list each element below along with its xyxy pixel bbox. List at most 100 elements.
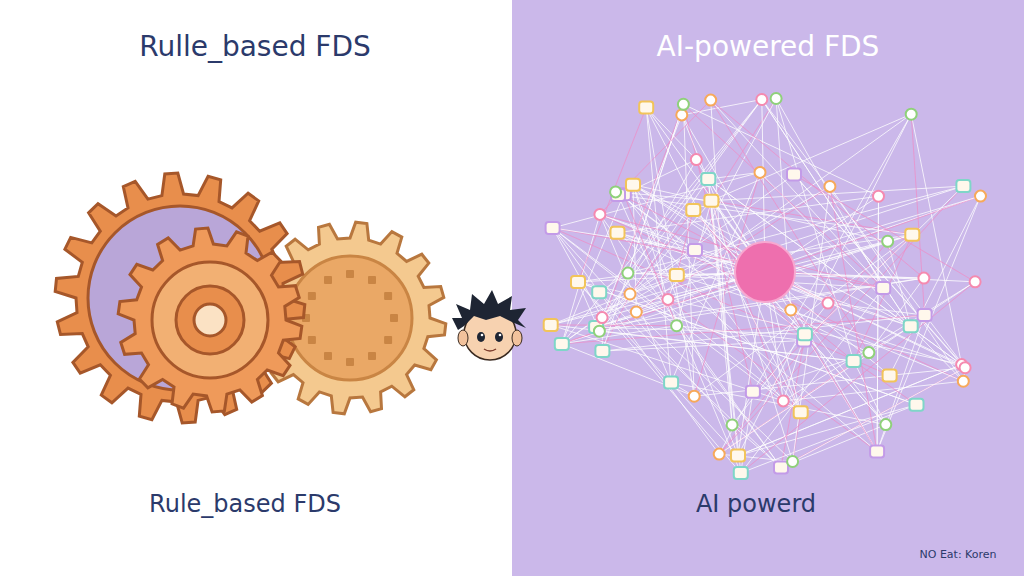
network-icon xyxy=(956,180,970,192)
network-icon xyxy=(686,204,700,216)
network-icon xyxy=(592,286,606,298)
gear-hub xyxy=(176,286,244,354)
panel-heading: AI-powered FDS xyxy=(657,30,880,63)
network-link xyxy=(877,196,980,451)
network-link xyxy=(711,100,732,425)
network-node xyxy=(610,186,621,197)
network-icon xyxy=(883,369,897,381)
network-link xyxy=(793,186,830,461)
right-panel xyxy=(512,0,1024,576)
network-node xyxy=(597,312,608,323)
network-hub xyxy=(735,242,795,302)
network-link xyxy=(551,325,784,401)
network-link xyxy=(553,172,760,228)
gear-hole xyxy=(346,270,354,278)
network-link xyxy=(599,292,781,467)
network-link xyxy=(562,344,694,396)
network-icon xyxy=(704,195,718,207)
network-node xyxy=(785,305,796,316)
network-link xyxy=(551,324,677,326)
network-icon xyxy=(546,222,560,234)
network-link xyxy=(551,325,854,361)
network-link xyxy=(791,310,964,381)
gear xyxy=(118,228,302,412)
network-node xyxy=(960,362,971,373)
gear-face xyxy=(152,262,268,378)
network-link xyxy=(624,194,677,326)
network-icon xyxy=(876,282,890,294)
network-node xyxy=(622,268,633,279)
network-link xyxy=(693,210,886,425)
network-icon xyxy=(904,320,918,332)
network-link xyxy=(683,104,753,392)
network-icon xyxy=(918,309,932,321)
network-node xyxy=(778,395,789,406)
network-link xyxy=(783,282,975,401)
network-link xyxy=(562,315,925,344)
network-link xyxy=(693,210,804,340)
network-node xyxy=(882,236,893,247)
network-icon xyxy=(595,345,609,357)
network-link xyxy=(765,272,975,282)
network-link xyxy=(646,108,696,160)
network-link xyxy=(551,275,677,325)
network-node xyxy=(863,347,874,358)
network-icon xyxy=(870,446,884,458)
network-icon xyxy=(544,319,558,331)
network-icon xyxy=(555,338,569,350)
network-node xyxy=(975,191,986,202)
gear-axle xyxy=(194,304,226,336)
network-icon xyxy=(798,328,812,340)
network-node xyxy=(594,326,605,337)
network-link xyxy=(791,310,877,452)
network-node xyxy=(771,93,782,104)
network-link xyxy=(830,186,877,451)
network-link xyxy=(636,114,911,312)
network-node xyxy=(691,154,702,165)
network-link xyxy=(794,175,962,365)
gear-hole xyxy=(308,336,316,344)
network-link xyxy=(830,186,963,381)
network-node xyxy=(705,95,716,106)
network-icon xyxy=(910,399,924,411)
network-link xyxy=(682,115,801,412)
network-node xyxy=(714,449,725,460)
network-link xyxy=(578,282,738,456)
network-icon xyxy=(701,173,715,185)
network-link xyxy=(854,361,917,405)
gear-illustration xyxy=(55,173,446,423)
network-icon xyxy=(688,244,702,256)
gear-hole xyxy=(384,336,392,344)
network-link xyxy=(633,185,911,327)
network-node xyxy=(906,109,917,120)
network-icon xyxy=(731,450,745,462)
network-icon xyxy=(746,386,760,398)
network-node xyxy=(755,167,766,178)
gear-hole xyxy=(324,352,332,360)
left-panel xyxy=(0,0,512,576)
panel-heading: Rulle_based FDS xyxy=(139,30,371,63)
network-link xyxy=(793,368,966,462)
network-icon xyxy=(905,229,919,241)
network-node xyxy=(671,320,682,331)
network-link xyxy=(630,210,693,294)
network-icon xyxy=(639,102,653,114)
gear-hole xyxy=(324,276,332,284)
character-head xyxy=(452,290,526,360)
network-link xyxy=(877,196,878,451)
network-link xyxy=(602,104,683,351)
network-link xyxy=(553,228,677,326)
network-link xyxy=(562,196,981,344)
gear-hole xyxy=(368,352,376,360)
network-link xyxy=(553,228,733,425)
network-link xyxy=(633,185,738,456)
network-link xyxy=(762,100,965,368)
network-link xyxy=(708,179,738,456)
network-node xyxy=(689,391,700,402)
network-node xyxy=(676,109,687,120)
network-node xyxy=(958,376,969,387)
gear-hole xyxy=(308,292,316,300)
network-link xyxy=(618,195,912,235)
network-link xyxy=(877,196,878,451)
